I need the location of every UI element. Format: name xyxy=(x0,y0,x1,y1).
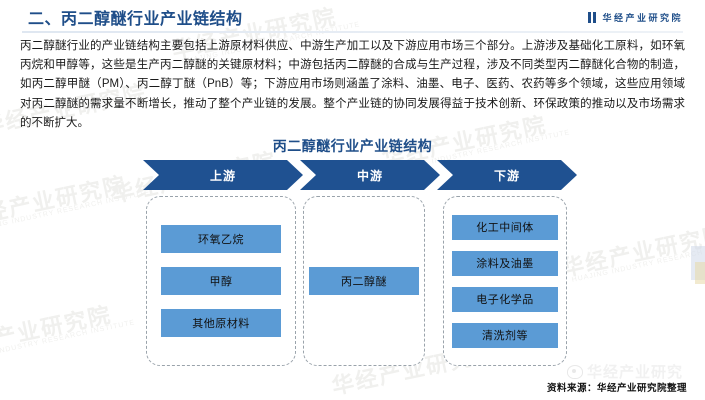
stage-box-downstream: 化工中间体 涂料及油墨 电子化学品 清洗剂等 xyxy=(443,196,567,366)
stage-item: 甲醇 xyxy=(161,267,281,295)
stage-item: 丙二醇醚 xyxy=(309,267,419,295)
weibo-eye-icon xyxy=(566,364,583,379)
stage-item: 涂料及油墨 xyxy=(452,250,558,276)
edge-accent-gold xyxy=(695,262,705,284)
watermark-text: 华经产业研究院 xyxy=(0,301,115,362)
header-divider xyxy=(22,31,683,33)
stage-chevron-upstream: 上游 xyxy=(143,160,303,190)
stage-item: 化工中间体 xyxy=(452,214,558,240)
page-title: 二、丙二醇醚行业产业链结构 xyxy=(28,11,243,28)
stage-item: 电子化学品 xyxy=(452,286,558,312)
watermark-subtext: HUAJING INDUSTRY RESEARCH INSTITUTE xyxy=(571,239,705,284)
body-paragraph: 丙二醇醚行业的产业链结构主要包括上游原材料供应、中游生产加工以及下游应用市场三个… xyxy=(20,40,685,129)
watermark-subtext: HUAJING INDUSTRY RESEARCH INSTITUTE xyxy=(0,189,151,234)
stage-item: 清洗剂等 xyxy=(452,322,558,348)
stage-item: 环氧乙烷 xyxy=(161,225,281,253)
page-header: 二、丙二醇醚行业产业链结构 华经产业研究院 xyxy=(0,0,705,34)
figure-title: 丙二醇醚行业产业链结构 xyxy=(272,138,433,154)
stage-box-midstream: 丙二醇醚 xyxy=(303,196,425,366)
stage-chevron-row: 上游 中游 下游 xyxy=(0,160,705,190)
weibo-watermark: 华经产业研究 xyxy=(566,361,683,382)
stage-chevron-midstream: 中游 xyxy=(300,160,440,190)
stage-chevron-downstream: 下游 xyxy=(437,160,577,190)
bookmark-bars-icon xyxy=(588,12,597,23)
watermark-subtext: HUAJING INDUSTRY RESEARCH INSTITUTE xyxy=(0,319,136,364)
source-note: 资料来源：华经产业研究院整理 xyxy=(546,383,687,394)
edge-accent-blue xyxy=(691,246,705,280)
stage-item: 其他原材料 xyxy=(161,309,281,337)
watermark-text: 华经产业研究院 xyxy=(559,221,705,282)
brand-logo: 华经产业研究院 xyxy=(588,11,683,24)
stage-box-upstream: 环氧乙烷 甲醇 其他原材料 xyxy=(146,196,296,366)
brand-logo-text: 华经产业研究院 xyxy=(602,13,683,23)
weibo-watermark-text: 华经产业研究 xyxy=(586,364,683,381)
